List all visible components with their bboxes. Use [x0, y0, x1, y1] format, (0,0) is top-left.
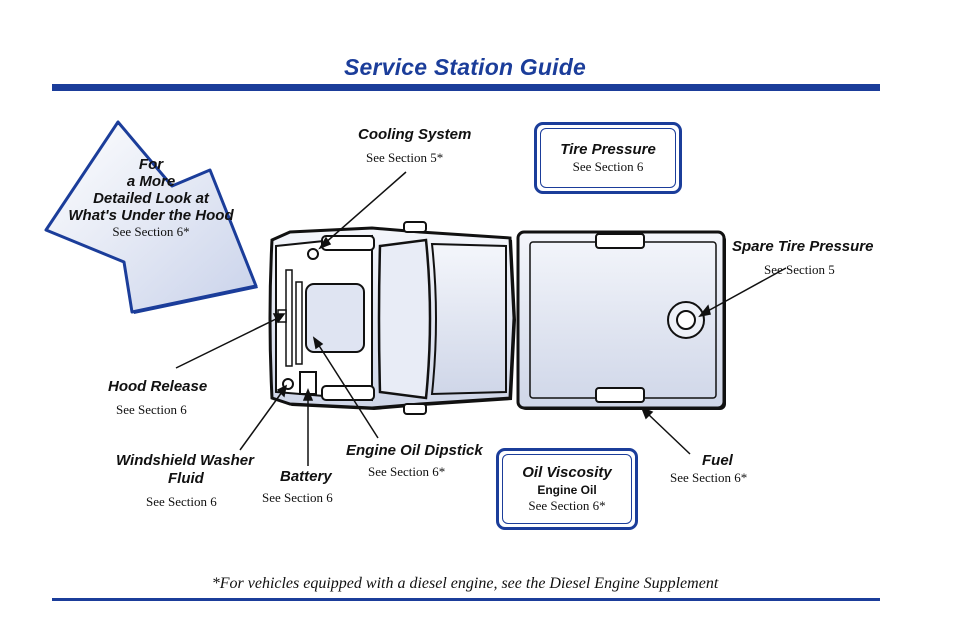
oil-dipstick-ref: See Section 6*: [368, 464, 446, 479]
page-title: Service Station Guide: [344, 54, 586, 80]
diesel-footnote: *For vehicles equipped with a diesel eng…: [211, 575, 719, 592]
cooling-system-label: Cooling System: [358, 126, 472, 143]
hood-release-ref: See Section 6: [116, 402, 187, 417]
spare-tire-ref: See Section 5: [764, 262, 835, 277]
battery-ref: See Section 6: [262, 490, 333, 505]
tire-pressure-box: Tire Pressure See Section 6: [534, 122, 682, 194]
under-hood-callout: For a More Detailed Look at What's Under…: [56, 156, 246, 239]
hood-release-label: Hood Release: [108, 378, 208, 395]
oil-viscosity-ref: See Section 6*: [528, 498, 606, 513]
oil-dipstick-label: Engine Oil Dipstick: [346, 442, 483, 459]
callout-line-4: What's Under the Hood: [68, 207, 234, 224]
callout-line-1: For: [138, 156, 164, 173]
callout-line-3: Detailed Look at: [93, 190, 209, 207]
truck-cab: [268, 221, 516, 415]
callout-arrow-shape: [44, 120, 258, 314]
callout-ref: See Section 6*: [112, 224, 190, 239]
fuel-label: Fuel: [702, 452, 733, 469]
leader-lines: [175, 171, 787, 466]
washer-fluid-label-2: Fluid: [168, 470, 204, 487]
oil-viscosity-title: Oil Viscosity: [522, 464, 612, 481]
title-rule: [52, 84, 880, 91]
cooling-system-ref: See Section 5*: [366, 150, 444, 165]
washer-fluid-ref: See Section 6: [146, 494, 217, 509]
washer-fluid-label-1: Windshield Washer: [116, 452, 254, 469]
spare-tire-label: Spare Tire Pressure: [732, 238, 874, 255]
footer-rule: [52, 598, 880, 601]
tire-pressure-title: Tire Pressure: [560, 141, 656, 158]
truck-bed: [516, 230, 726, 410]
tire-pressure-ref: See Section 6: [572, 159, 644, 174]
oil-viscosity-box: Oil Viscosity Engine Oil See Section 6*: [496, 448, 638, 530]
fuel-ref: See Section 6*: [670, 470, 748, 485]
battery-label: Battery: [280, 468, 332, 485]
callout-line-2: a More: [126, 173, 176, 190]
oil-viscosity-sub: Engine Oil: [537, 483, 597, 497]
